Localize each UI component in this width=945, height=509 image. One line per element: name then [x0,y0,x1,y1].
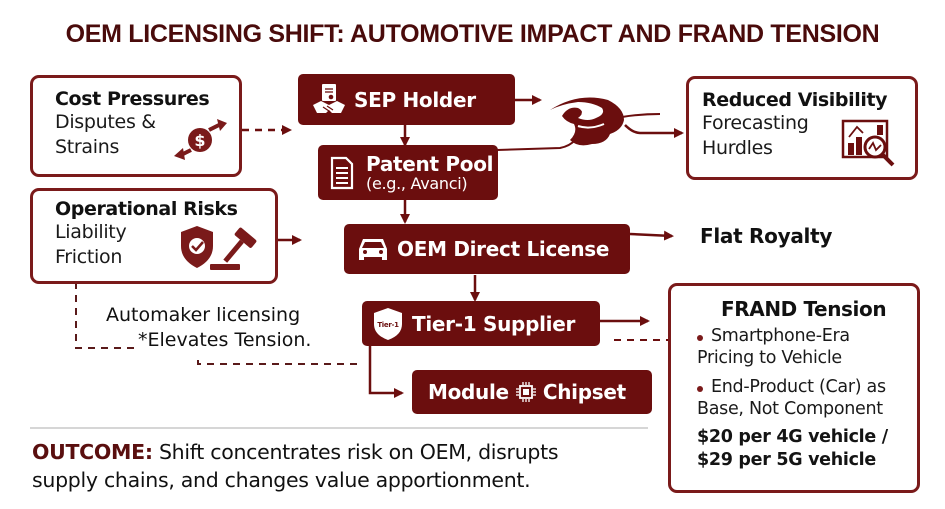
shield-gavel-icon [181,226,257,270]
bullet-dot [697,386,703,392]
chart-magnifier-icon [841,119,895,167]
swirl-to-visibility-connector [624,124,684,138]
reduced-visibility-line-2: Hurdles [702,137,773,159]
reduced-visibility-line-1: Forecasting [702,112,809,134]
swirl-disruption-icon [550,97,624,146]
cost-pressures-heading: Cost Pressures [55,88,210,110]
frand-bullet-1: Smartphone-Era Pricing to Vehicle [697,325,917,369]
sep-holder-box: SEP Holder [298,74,515,125]
handshake-document-icon [313,83,345,113]
tier1-supplier-label: Tier-1 Supplier [412,311,576,336]
frand-tension-box: FRAND Tension Smartphone-Era Pricing to … [668,283,920,493]
patent-pool-sub: (e.g., Avanci) [366,173,468,193]
oem-to-royalty-connector [629,230,674,241]
frand-bullet-1-line-2: Pricing to Vehicle [697,348,842,368]
page-title: OEM LICENSING SHIFT: AUTOMOTIVE IMPACT A… [65,20,880,48]
cost-pressures-box: Cost Pressures Disputes & Strains $ [30,75,242,177]
operational-risks-box: Operational Risks Liability Friction [30,188,278,284]
patent-pool-box: Patent Pool (e.g., Avanci) [318,145,498,200]
frand-bullet-2-line-1: End-Product (Car) as [711,377,886,397]
module-label: Module [428,380,509,404]
flat-royalty-label: Flat Royalty [700,224,833,248]
frand-tension-heading: FRAND Tension [721,297,887,321]
dollar-exchange-icon: $ [174,119,227,160]
module-chipset-box: Module Chipset [412,370,652,414]
frand-pricing: $20 per 4G vehicle / $29 per 5G vehicle [697,426,917,472]
car-icon [359,239,387,260]
shield-badge-icon: Tier-1 [374,307,402,340]
chipset-label: Chipset [542,380,626,404]
annotation-line-1: Automaker licensing [106,304,301,326]
annotation-to-tier1-dashed-connector [197,360,362,365]
outcome-line-2: supply chains, and changes value apporti… [32,468,531,492]
frand-pricing-line-2: $29 per 5G vehicle [697,450,876,470]
cost-pressures-line-1: Disputes & [55,111,156,133]
annotation-line-2: *Elevates Tension. [138,329,312,351]
reduced-visibility-heading: Reduced Visibility [702,89,888,111]
frand-bullet-2-line-2: Base, Not Component [697,399,883,419]
operational-risks-line-1: Liability [55,221,127,243]
frand-bullet-1-line-1: Smartphone-Era [711,326,850,346]
document-icon [330,156,354,189]
chip-icon [515,382,536,402]
outcome-text: OUTCOME: Shift concentrates risk on OEM,… [32,438,559,494]
cost-pressures-line-2: Strains [55,136,120,158]
oem-direct-license-box: OEM Direct License [344,224,630,274]
svg-text:$: $ [194,131,205,150]
tier1-badge-text: Tier-1 [377,321,399,329]
tier1-supplier-box: Tier-1 Tier-1 Supplier [362,301,600,346]
operational-risks-line-2: Friction [55,246,123,268]
frand-bullet-2: End-Product (Car) as Base, Not Component [697,376,917,420]
reduced-visibility-box: Reduced Visibility Forecasting Hurdles [686,76,918,180]
operational-risks-heading: Operational Risks [55,198,238,220]
oem-direct-license-label: OEM Direct License [397,237,610,261]
frand-pricing-line-1: $20 per 4G vehicle / [697,427,888,447]
tier1-to-module-connector [368,345,404,398]
sep-holder-label: SEP Holder [354,87,476,112]
patent-pool-label: Patent Pool [366,151,494,176]
outcome-label: OUTCOME: [32,440,153,464]
outcome-line-1: Shift concentrates risk on OEM, disrupts [152,440,559,464]
bullet-dot [697,335,703,341]
